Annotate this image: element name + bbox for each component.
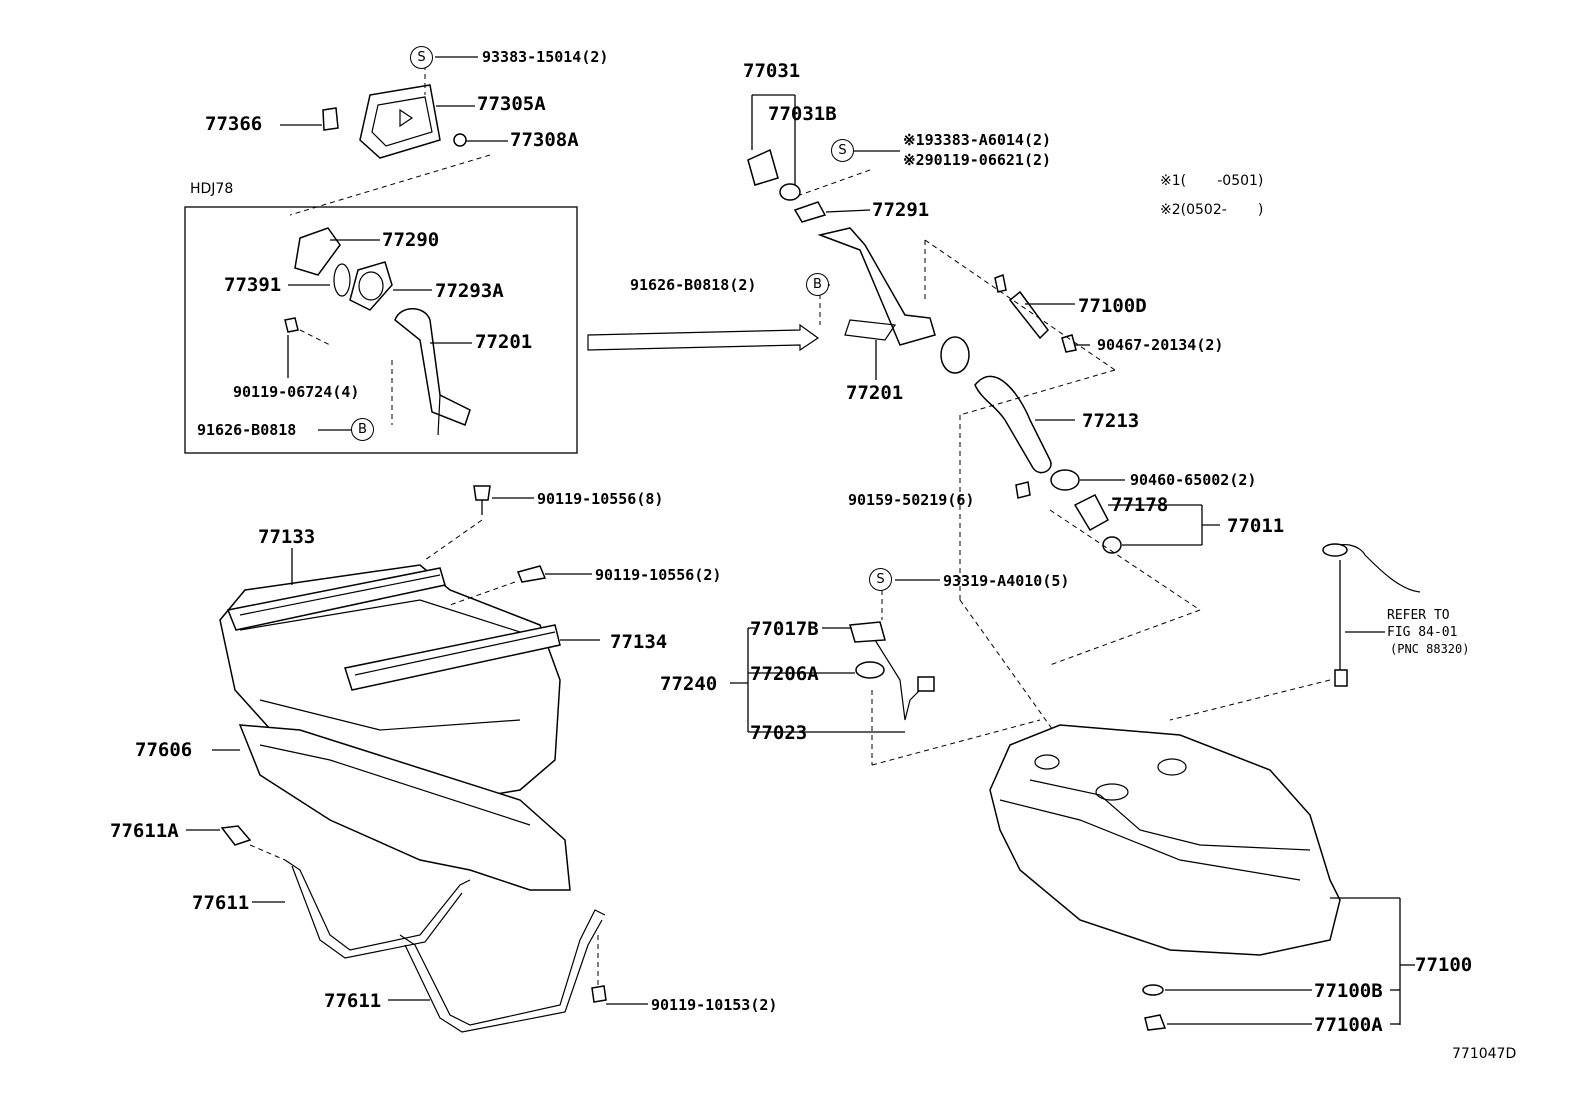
label-77291: 77291 (872, 199, 930, 221)
label-90119-10153: 90119-10153(2) (651, 996, 778, 1014)
label-77011: 77011 (1227, 515, 1285, 537)
refer-note-line-2: FIG 84-01 (1387, 625, 1458, 640)
label-90467-20134: 90467-20134(2) (1097, 336, 1224, 354)
tank-strap-77611-lower (399, 909, 606, 1033)
label-77178: 77178 (1111, 494, 1169, 516)
label-77611-upper: 77611 (192, 892, 250, 914)
filler-neck-inner (394, 308, 471, 436)
tank-band-77134 (344, 624, 561, 691)
symbol-b-circle-1: B (806, 273, 829, 296)
label-77206A: 77206A (750, 663, 819, 685)
plate-77291 (793, 201, 827, 223)
note-1: ※1( -0501) (1160, 173, 1264, 189)
label-77293A: 77293A (435, 280, 504, 302)
box-title: HDJ78 (190, 181, 234, 197)
label-77031: 77031 (743, 60, 801, 82)
hdj78-box (184, 206, 578, 454)
label-77100B: 77100B (1314, 980, 1383, 1002)
filler-grommet-77031 (747, 148, 779, 186)
label-77391: 77391 (224, 274, 282, 296)
refer-note-line-3: (PNC 88320) (1390, 642, 1470, 656)
label-93383-15014: 93383-15014(2) (482, 48, 609, 66)
label-77305A: 77305A (477, 93, 546, 115)
label-290119-06621: ※290119-06621(2) (903, 151, 1052, 169)
elbow-77178 (1073, 493, 1110, 532)
fuel-sender-gauge (1322, 543, 1421, 687)
gasket-ring (333, 263, 351, 297)
pump-77023 (874, 639, 935, 721)
label-77611-lower: 77611 (324, 990, 382, 1012)
pump-bracket-77017B (849, 621, 886, 643)
filler-base-plate (294, 227, 341, 276)
pump-gasket-77206A (855, 661, 885, 679)
label-77023: 77023 (750, 722, 808, 744)
label-77213: 77213 (1082, 410, 1140, 432)
filler-grommet (349, 261, 393, 311)
nut-77100A (1144, 1014, 1167, 1031)
tank-strap-77611-upper (284, 859, 471, 959)
label-90119-06724: 90119-06724(4) (233, 383, 360, 401)
figure-id: 771047D (1452, 1046, 1517, 1062)
label-77611A: 77611A (110, 820, 179, 842)
label-77366: 77366 (205, 113, 263, 135)
label-90159-50219: 90159-50219(6) (848, 491, 975, 509)
fuel-tank-right (989, 724, 1341, 956)
hose-clamp-upper (940, 336, 970, 374)
hose-77213 (974, 375, 1052, 474)
direction-arrow (587, 323, 820, 352)
bolt-90159 (1015, 481, 1031, 499)
symbol-b-circle-2: B (351, 418, 374, 441)
label-77100: 77100 (1415, 954, 1473, 976)
clamp-90460 (1050, 469, 1080, 491)
clip-90467 (1061, 334, 1077, 353)
ring-77031B (779, 183, 801, 201)
label-77201-box: 77201 (475, 331, 533, 353)
label-90119-10556-8: 90119-10556(8) (537, 490, 664, 508)
label-77100D: 77100D (1078, 295, 1147, 317)
grommet-77100B (1142, 984, 1164, 996)
bolt-small (284, 317, 299, 333)
label-77031B: 77031B (768, 103, 837, 125)
tank-protector-77606 (238, 724, 571, 891)
ring-77011 (1102, 536, 1122, 554)
bolt-10153 (591, 985, 607, 1003)
label-93319-A4010: 93319-A4010(5) (943, 572, 1070, 590)
label-77606: 77606 (135, 739, 193, 761)
note-2: ※2(0502- ) (1160, 202, 1264, 218)
label-90119-10556-2: 90119-10556(2) (595, 566, 722, 584)
filler-pipe-77201 (817, 227, 936, 346)
breather-hose-77100D (1008, 290, 1049, 340)
label-91626-B0818-box: 91626-B0818 (197, 421, 297, 439)
label-77201: 77201 (846, 382, 904, 404)
label-77290: 77290 (382, 229, 440, 251)
label-77133: 77133 (258, 526, 316, 548)
label-77134: 77134 (610, 631, 668, 653)
bolt-10556-2 (516, 565, 547, 583)
label-193383-A6014: ※193383-A6014(2) (903, 131, 1052, 149)
symbol-s-circle-1: S (410, 46, 433, 69)
bolt-77611A (220, 825, 252, 846)
filler-lid-part (359, 84, 441, 159)
lid-bumper-part (453, 133, 467, 147)
label-77100A: 77100A (1314, 1014, 1383, 1036)
lid-hinge-part (322, 107, 339, 131)
clip-d (994, 273, 1007, 293)
label-77308A: 77308A (510, 129, 579, 151)
label-77240: 77240 (660, 673, 718, 695)
label-77017B: 77017B (750, 618, 819, 640)
symbol-s-circle-3: S (869, 568, 892, 591)
tank-band-77133 (226, 567, 446, 631)
symbol-s-circle-2: S (831, 139, 854, 162)
bolt-10556-8 (473, 485, 491, 515)
label-90460-65002: 90460-65002(2) (1130, 471, 1257, 489)
refer-note-line-1: REFER TO (1387, 608, 1450, 623)
label-91626-B0818-2: 91626-B0818(2) (630, 276, 757, 294)
